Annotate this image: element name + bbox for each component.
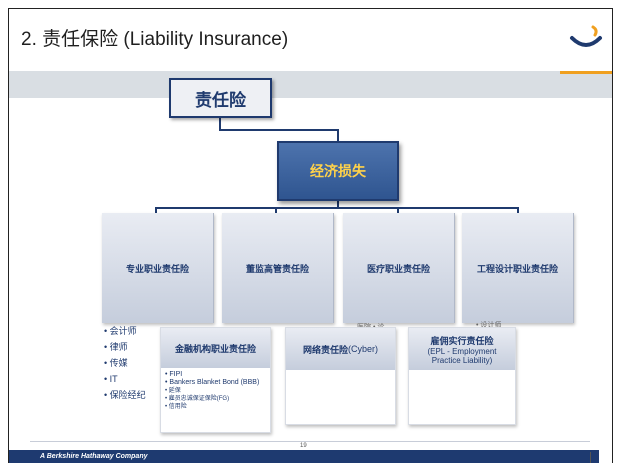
slide-title: 2. 责任保险 (Liability Insurance): [21, 29, 289, 50]
slide-border: [612, 8, 613, 463]
connector-line: [155, 207, 519, 209]
cyber-title: 网络责任险: [302, 344, 348, 355]
category-engineering: 工程设计职业责任险: [462, 213, 574, 323]
root-node: 责任险: [169, 78, 272, 118]
page-number: 19: [300, 443, 307, 449]
list-item: • 保险经纪: [104, 390, 146, 400]
list-item: • Bankers Blanket Bond (BBB): [165, 379, 260, 386]
connector-line: [219, 118, 221, 130]
category-professional: 专业职业责任险: [102, 213, 214, 323]
peek-text: • 设计师: [476, 322, 502, 329]
list-item: • 雇员忠诚保证保险(FG): [165, 396, 230, 402]
list-item: • 律师: [104, 342, 128, 352]
footer-band: [9, 450, 599, 463]
professional-list: • 会计师 • 律师 • 传媒 • IT • 保险经纪: [104, 323, 146, 403]
connector-line: [155, 207, 157, 213]
financial-institution-header: 金融机构职业责任险: [161, 328, 270, 368]
list-item: • FIPI: [165, 371, 183, 378]
economic-loss-node: 经济损失: [277, 141, 399, 201]
accent-bar: [560, 71, 612, 74]
financial-institution-title: 金融机构职业责任险: [174, 343, 256, 354]
slide-border: [8, 8, 9, 463]
epl-title: 雇佣实行责任险: [430, 335, 494, 346]
list-item: • 延保: [165, 388, 181, 394]
footer-tagline: A Berkshire Hathaway Company: [40, 453, 148, 460]
footer-divider: [590, 452, 591, 463]
connector-line: [275, 207, 277, 213]
category-medical: 医疗职业责任险: [343, 213, 455, 323]
cyber-subtitle: (Cyber): [348, 343, 379, 354]
list-item: • 会计师: [104, 326, 137, 336]
category-directors-officers: 董监高管责任险: [222, 213, 334, 323]
header-band: [9, 71, 612, 98]
list-item: • 信用险: [165, 404, 187, 410]
connector-line: [517, 207, 519, 213]
connector-line: [397, 207, 399, 213]
footer-rule: [30, 441, 590, 442]
financial-institution-box: 金融机构职业责任险 • FIPI • Bankers Blanket Bond …: [160, 327, 271, 433]
connector-line: [337, 129, 339, 141]
slide-border: [8, 8, 613, 9]
list-item: • IT: [104, 374, 118, 384]
list-item: • 传媒: [104, 358, 128, 368]
financial-institution-items: • FIPI • Bankers Blanket Bond (BBB) • 延保…: [161, 368, 270, 414]
epl-box: 雇佣实行责任险 (EPL - Employment Practice Liabi…: [408, 327, 516, 425]
connector-line: [219, 129, 339, 131]
cyber-header: 网络责任险 (Cyber): [286, 328, 395, 370]
connector-line: [337, 201, 339, 209]
epl-header: 雇佣实行责任险 (EPL - Employment Practice Liabi…: [409, 328, 515, 370]
cyber-box: 网络责任险 (Cyber): [285, 327, 396, 425]
epl-subtitle: (EPL - Employment Practice Liability): [427, 346, 497, 365]
smile-logo-icon: [570, 25, 602, 47]
